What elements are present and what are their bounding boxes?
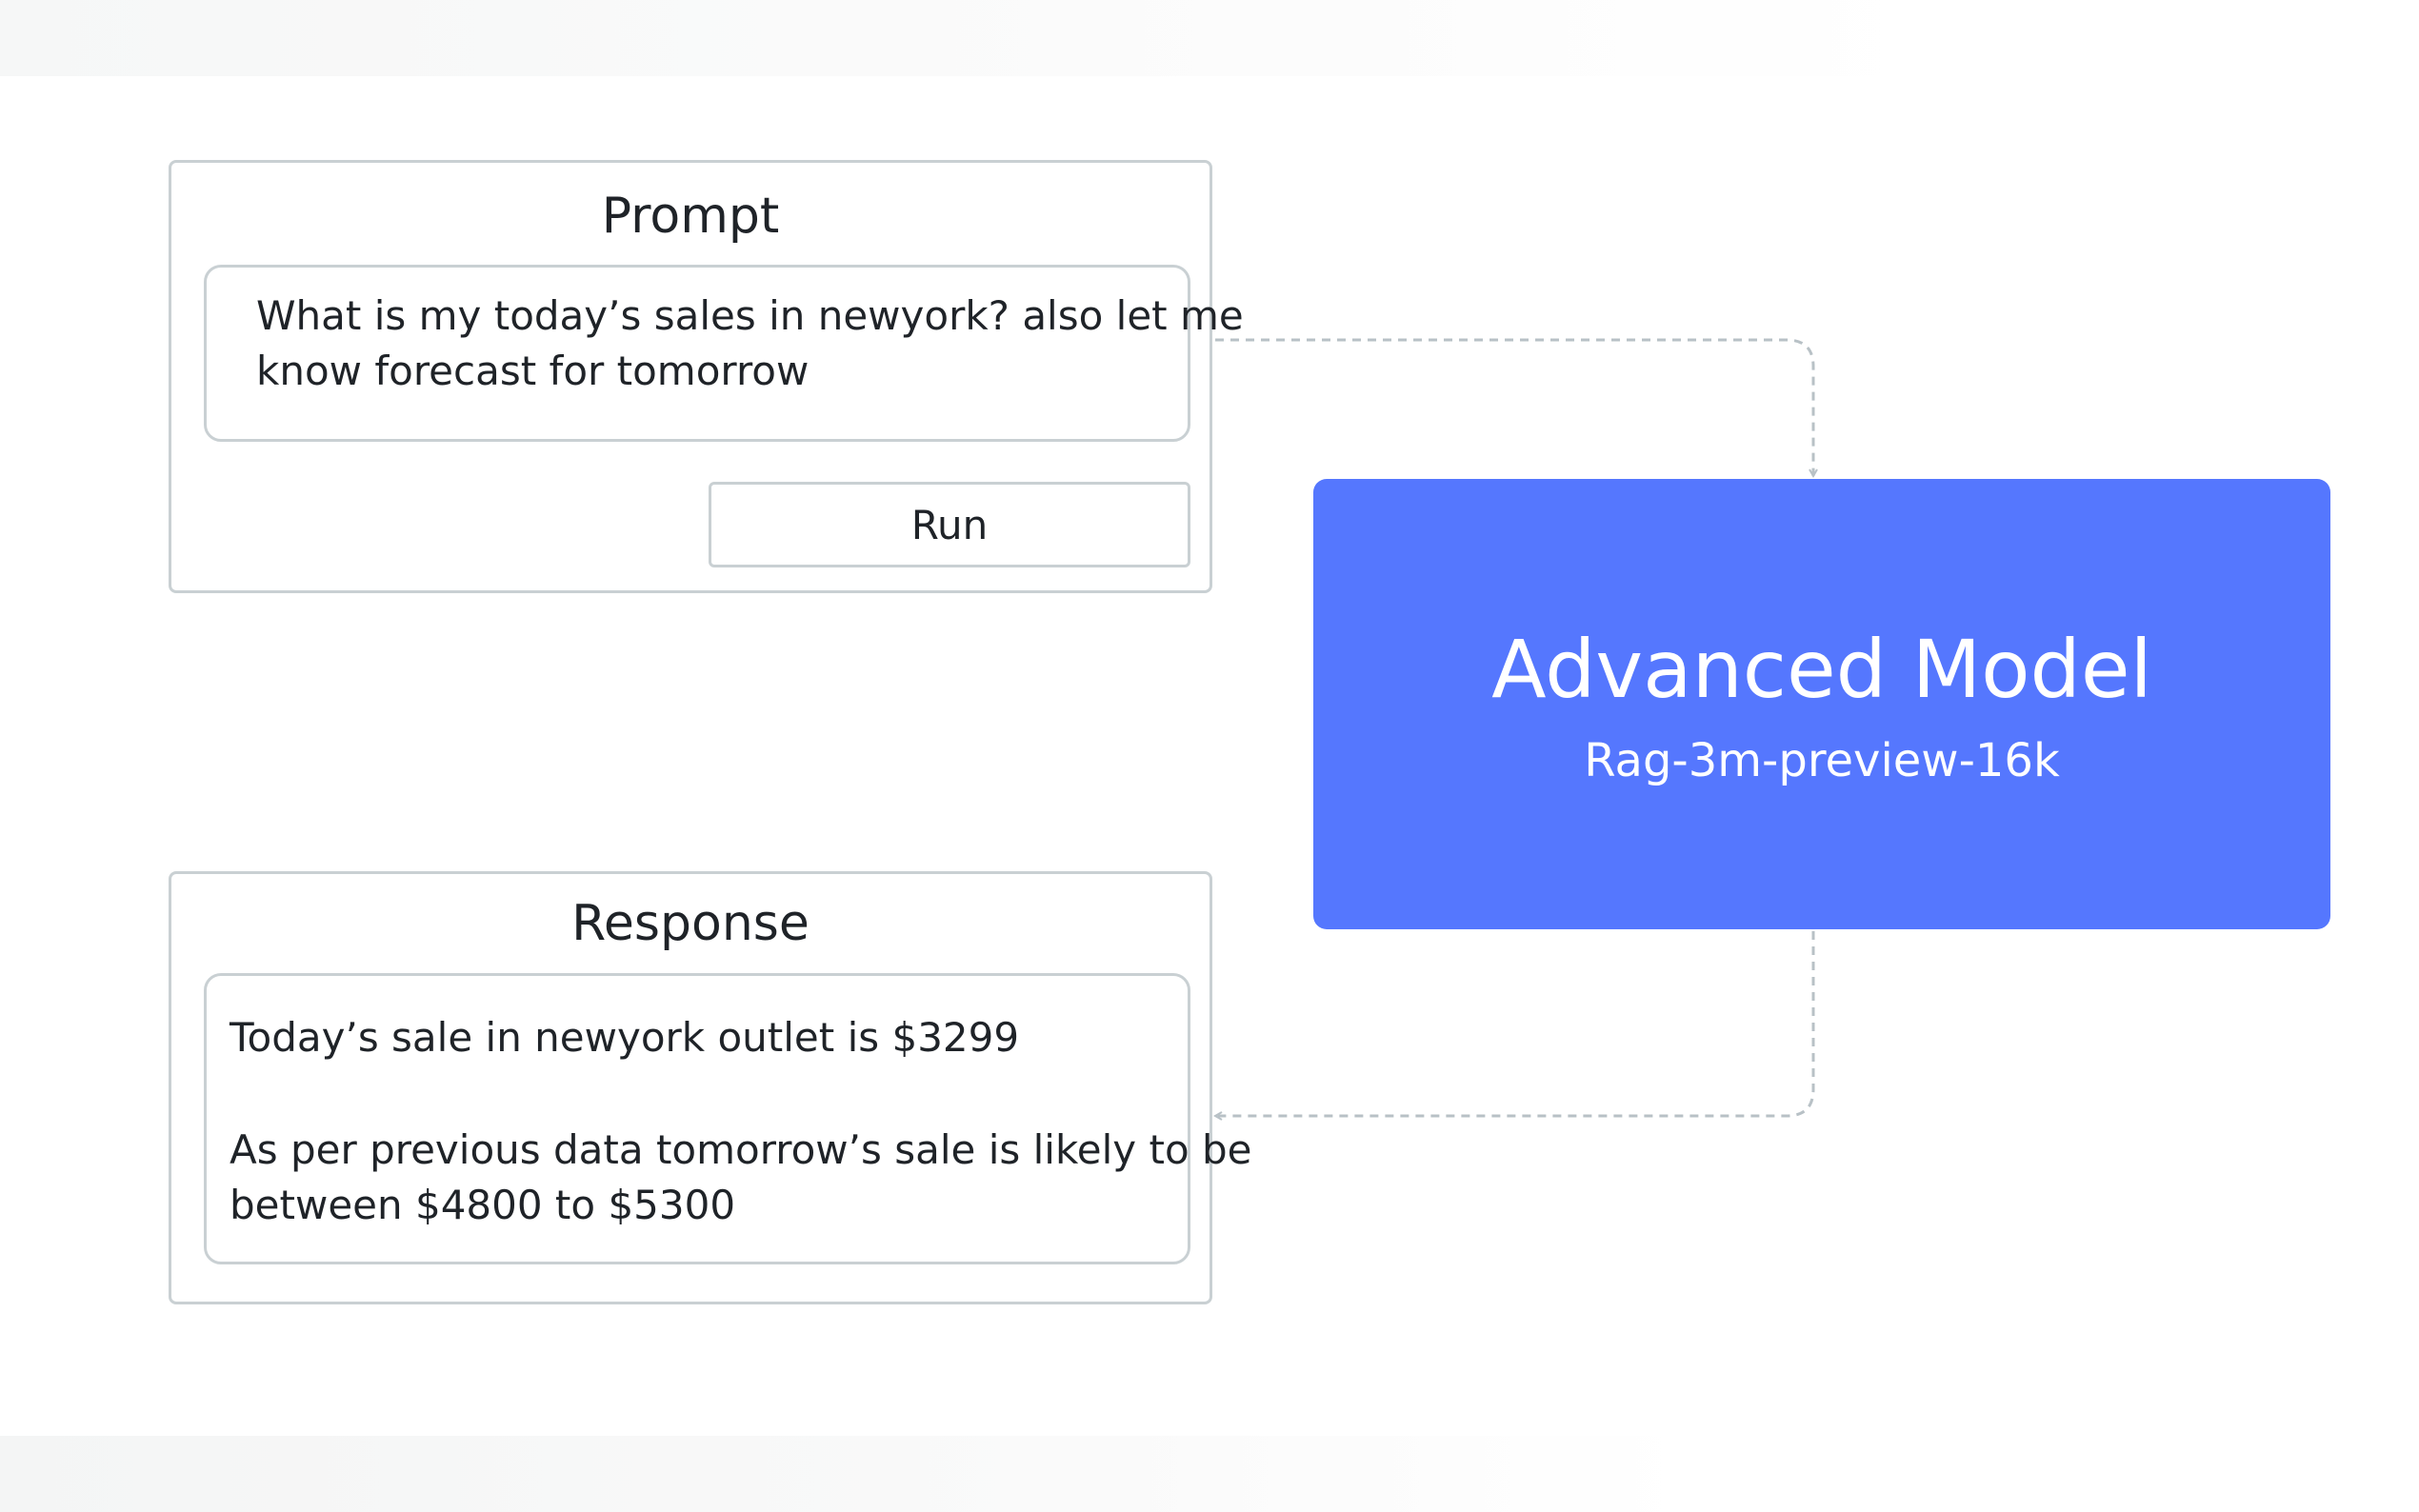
prompt-text-line-2: know forecast for tomorrow — [256, 348, 810, 394]
bottom-fade-band — [0, 1436, 2419, 1512]
response-panel: Response Today’s sale in newyork outlet … — [169, 871, 1252, 1304]
prompt-title: Prompt — [601, 188, 780, 245]
response-title: Response — [571, 895, 810, 952]
prompt-input[interactable]: What is my today’s sales in newyork? als… — [204, 265, 1244, 442]
model-to-response-connector — [1215, 931, 1815, 1116]
response-text-line-3: between $4800 to $5300 — [230, 1182, 736, 1228]
prompt-panel: Prompt What is my today’s sales in newyo… — [169, 160, 1244, 593]
top-fade-band — [0, 0, 2419, 76]
response-output: Today’s sale in newyork outlet is $3299 … — [204, 973, 1252, 1264]
response-text-line-1: Today’s sale in newyork outlet is $3299 — [230, 1014, 1020, 1061]
run-button[interactable]: Run — [709, 482, 1190, 567]
advanced-model-box: Advanced Model Rag-3m-preview-16k — [1313, 479, 2330, 929]
prompt-to-model-connector — [1215, 338, 1813, 476]
model-subtitle: Rag-3m-preview-16k — [1584, 734, 2060, 787]
prompt-text-line-1: What is my today’s sales in newyork? als… — [256, 292, 1244, 339]
model-title: Advanced Model — [1491, 623, 2152, 716]
response-text-line-2: As per previous data tomorrow’s sale is … — [230, 1126, 1252, 1173]
